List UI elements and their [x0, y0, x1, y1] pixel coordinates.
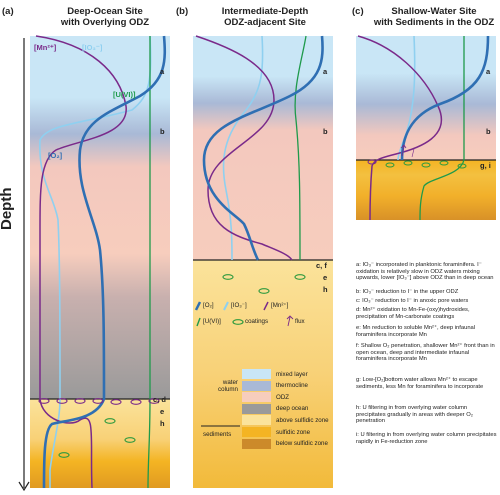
panel-a-title: Deep-Ocean Site with Overlying ODZ: [60, 6, 150, 28]
panel-a-o2-curve: [42, 35, 167, 489]
panel-a: [30, 35, 170, 489]
marker-a-a: a: [160, 67, 165, 76]
legend-zone-label-4: above sulfidic zone: [276, 416, 329, 424]
note-8: i: U filtering in from overlying water c…: [356, 432, 497, 445]
marker-b-e: e: [323, 273, 328, 282]
legend-o2-icon: [194, 301, 202, 311]
legend-swatch-3: [242, 403, 271, 414]
legend-group-sediments: sediments: [203, 431, 232, 438]
label-io3: [IO₃⁻]: [82, 43, 103, 52]
panel-c-o2-curve: [400, 35, 490, 161]
marker-a-cd: c, d: [153, 395, 166, 404]
panel-b-letter: (b): [176, 6, 189, 17]
legend-swatch-2: [242, 392, 271, 403]
legend-u-icon: [196, 317, 201, 327]
legend-flux-label: flux: [295, 318, 305, 325]
legend-swatch-5: [242, 427, 271, 437]
marker-c-gi: g, i: [480, 161, 491, 170]
panel-a-sediment: [30, 399, 170, 488]
panel-a-u-curve: [147, 35, 151, 489]
panel-c-title: Shallow-Water Site with Sediments in the…: [373, 6, 495, 28]
marker-c-a: a: [486, 67, 491, 76]
panel-a-io3-curve: [39, 35, 152, 488]
panel-c: [356, 35, 496, 221]
legend-coatings-icon: [232, 319, 244, 325]
panel-b-title: Intermediate-Depth ODZ-adjacent Site: [221, 6, 309, 28]
legend-group-water: water column: [218, 379, 238, 393]
panel-b-io3-curve: [222, 35, 264, 261]
label-o2: [O₂]: [48, 151, 63, 160]
panel-c-sediment: [356, 160, 496, 220]
label-mn: [Mn²⁺]: [34, 43, 57, 52]
panel-a-letter: (a): [2, 6, 14, 17]
depth-axis: [18, 38, 30, 492]
legend-zone-label-3: deep ocean: [276, 405, 309, 413]
marker-b-h: h: [323, 285, 328, 294]
note-5: f: Shallow O₂ penetration, shallower Mn²…: [356, 343, 495, 363]
panel-a-water-column: [30, 36, 170, 399]
marker-b-b: b: [323, 127, 328, 136]
marker-b-a: a: [323, 67, 328, 76]
legend-zone-label-6: below sulfidic zone: [276, 440, 328, 448]
note-1: b: IO₃⁻ reduction to I⁻ in the upper ODZ: [356, 289, 459, 295]
legend-zone-label-0: mixed layer: [276, 370, 308, 378]
panel-c-letter: (c): [352, 6, 364, 17]
note-7: h: U filtering in from overlying water c…: [356, 405, 473, 425]
marker-a-b: b: [160, 127, 165, 136]
marker-a-h: h: [160, 419, 165, 428]
legend-zone-label-5: sulfidic zone: [276, 428, 311, 436]
legend-mn-icon: [263, 301, 269, 311]
note-2: c: IO₃⁻ reduction to I⁻ in anoxic pore w…: [356, 298, 469, 304]
legend-swatch-0: [242, 369, 271, 379]
legend-swatch-6: [242, 438, 271, 449]
panel-b-mn-curve: [195, 35, 293, 261]
legend-swatch-1: [242, 380, 271, 391]
legend-io3-label: [IO₃⁻]: [231, 302, 247, 309]
legend-u-label: [U(VI)]: [203, 318, 221, 325]
panel-b-u-curve: [294, 35, 307, 261]
marker-b-cf: c, f: [316, 261, 327, 270]
label-u: [U(VI)]: [113, 90, 136, 99]
panel-c-u-curve: [419, 35, 465, 221]
legend-coatings-label: coatings: [245, 318, 269, 325]
panel-c-water-column: [356, 36, 496, 160]
marker-a-e: e: [160, 407, 165, 416]
legend-io3-icon: [223, 301, 229, 311]
note-4: e: Mn reduction to soluble Mn²⁺, deep in…: [356, 325, 476, 338]
legend-flux-icon: [286, 315, 294, 327]
legend-zone-label-2: ODZ: [276, 393, 290, 401]
panel-b-o2-curve: [202, 35, 324, 261]
panel-c-mn-curve: [357, 35, 443, 221]
legend-swatch-4: [242, 415, 271, 426]
note-6: g: Low-[O₂]bottom water allows Mn²⁺ to e…: [356, 377, 484, 390]
note-3: d: Mn²⁺ oxidation to Mn-Fe-(oxy)hydroxid…: [356, 307, 470, 320]
legend-zone-label-1: thermocline: [276, 382, 308, 390]
legend-o2-label: [O₂]: [203, 302, 214, 309]
note-0: a: IO₃⁻ incorporated in planktonic foram…: [356, 262, 494, 282]
legend-mn-label: [Mn²⁺]: [271, 302, 289, 309]
marker-c-b: b: [486, 127, 491, 136]
